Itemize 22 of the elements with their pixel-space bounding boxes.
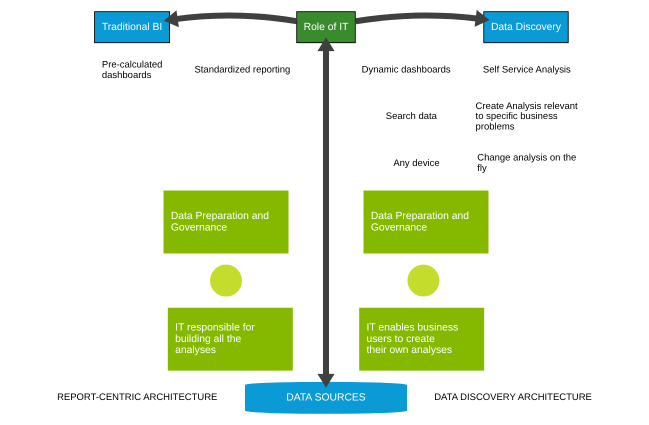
node-box: IT responsible for building all the analyses	[168, 308, 293, 371]
node-box: Data Discovery	[483, 11, 569, 44]
node-box: IT enables business users to create their own analyses	[359, 308, 484, 371]
label: DATA DISCOVERY ARCHITECTURE	[434, 392, 592, 404]
node-label: Pre-calculated dashboards	[102, 60, 162, 81]
arrow	[164, 10, 298, 28]
node-circle	[210, 264, 242, 297]
arrow	[355, 10, 490, 27]
node-box: Data Preparation and Governance	[364, 190, 488, 254]
node-label: Create Analysis relevant to specific business problems	[476, 100, 578, 133]
node-label: Self Service Analysis	[482, 64, 571, 76]
node-label: Change analysis on the fly	[477, 152, 576, 174]
label: Standardized reporting	[194, 64, 290, 76]
arrow	[317, 37, 335, 388]
node-box: Traditional BI	[94, 11, 170, 44]
label: Any device	[393, 158, 440, 169]
node-box: Role of IT	[296, 11, 356, 44]
label: Dynamic dashboards	[362, 64, 451, 76]
node-box: Data Preparation and Governance	[164, 190, 288, 254]
label: REPORT-CENTRIC ARCHITECTURE	[57, 392, 218, 404]
label: Search data	[386, 111, 437, 122]
node-circle	[407, 264, 440, 297]
